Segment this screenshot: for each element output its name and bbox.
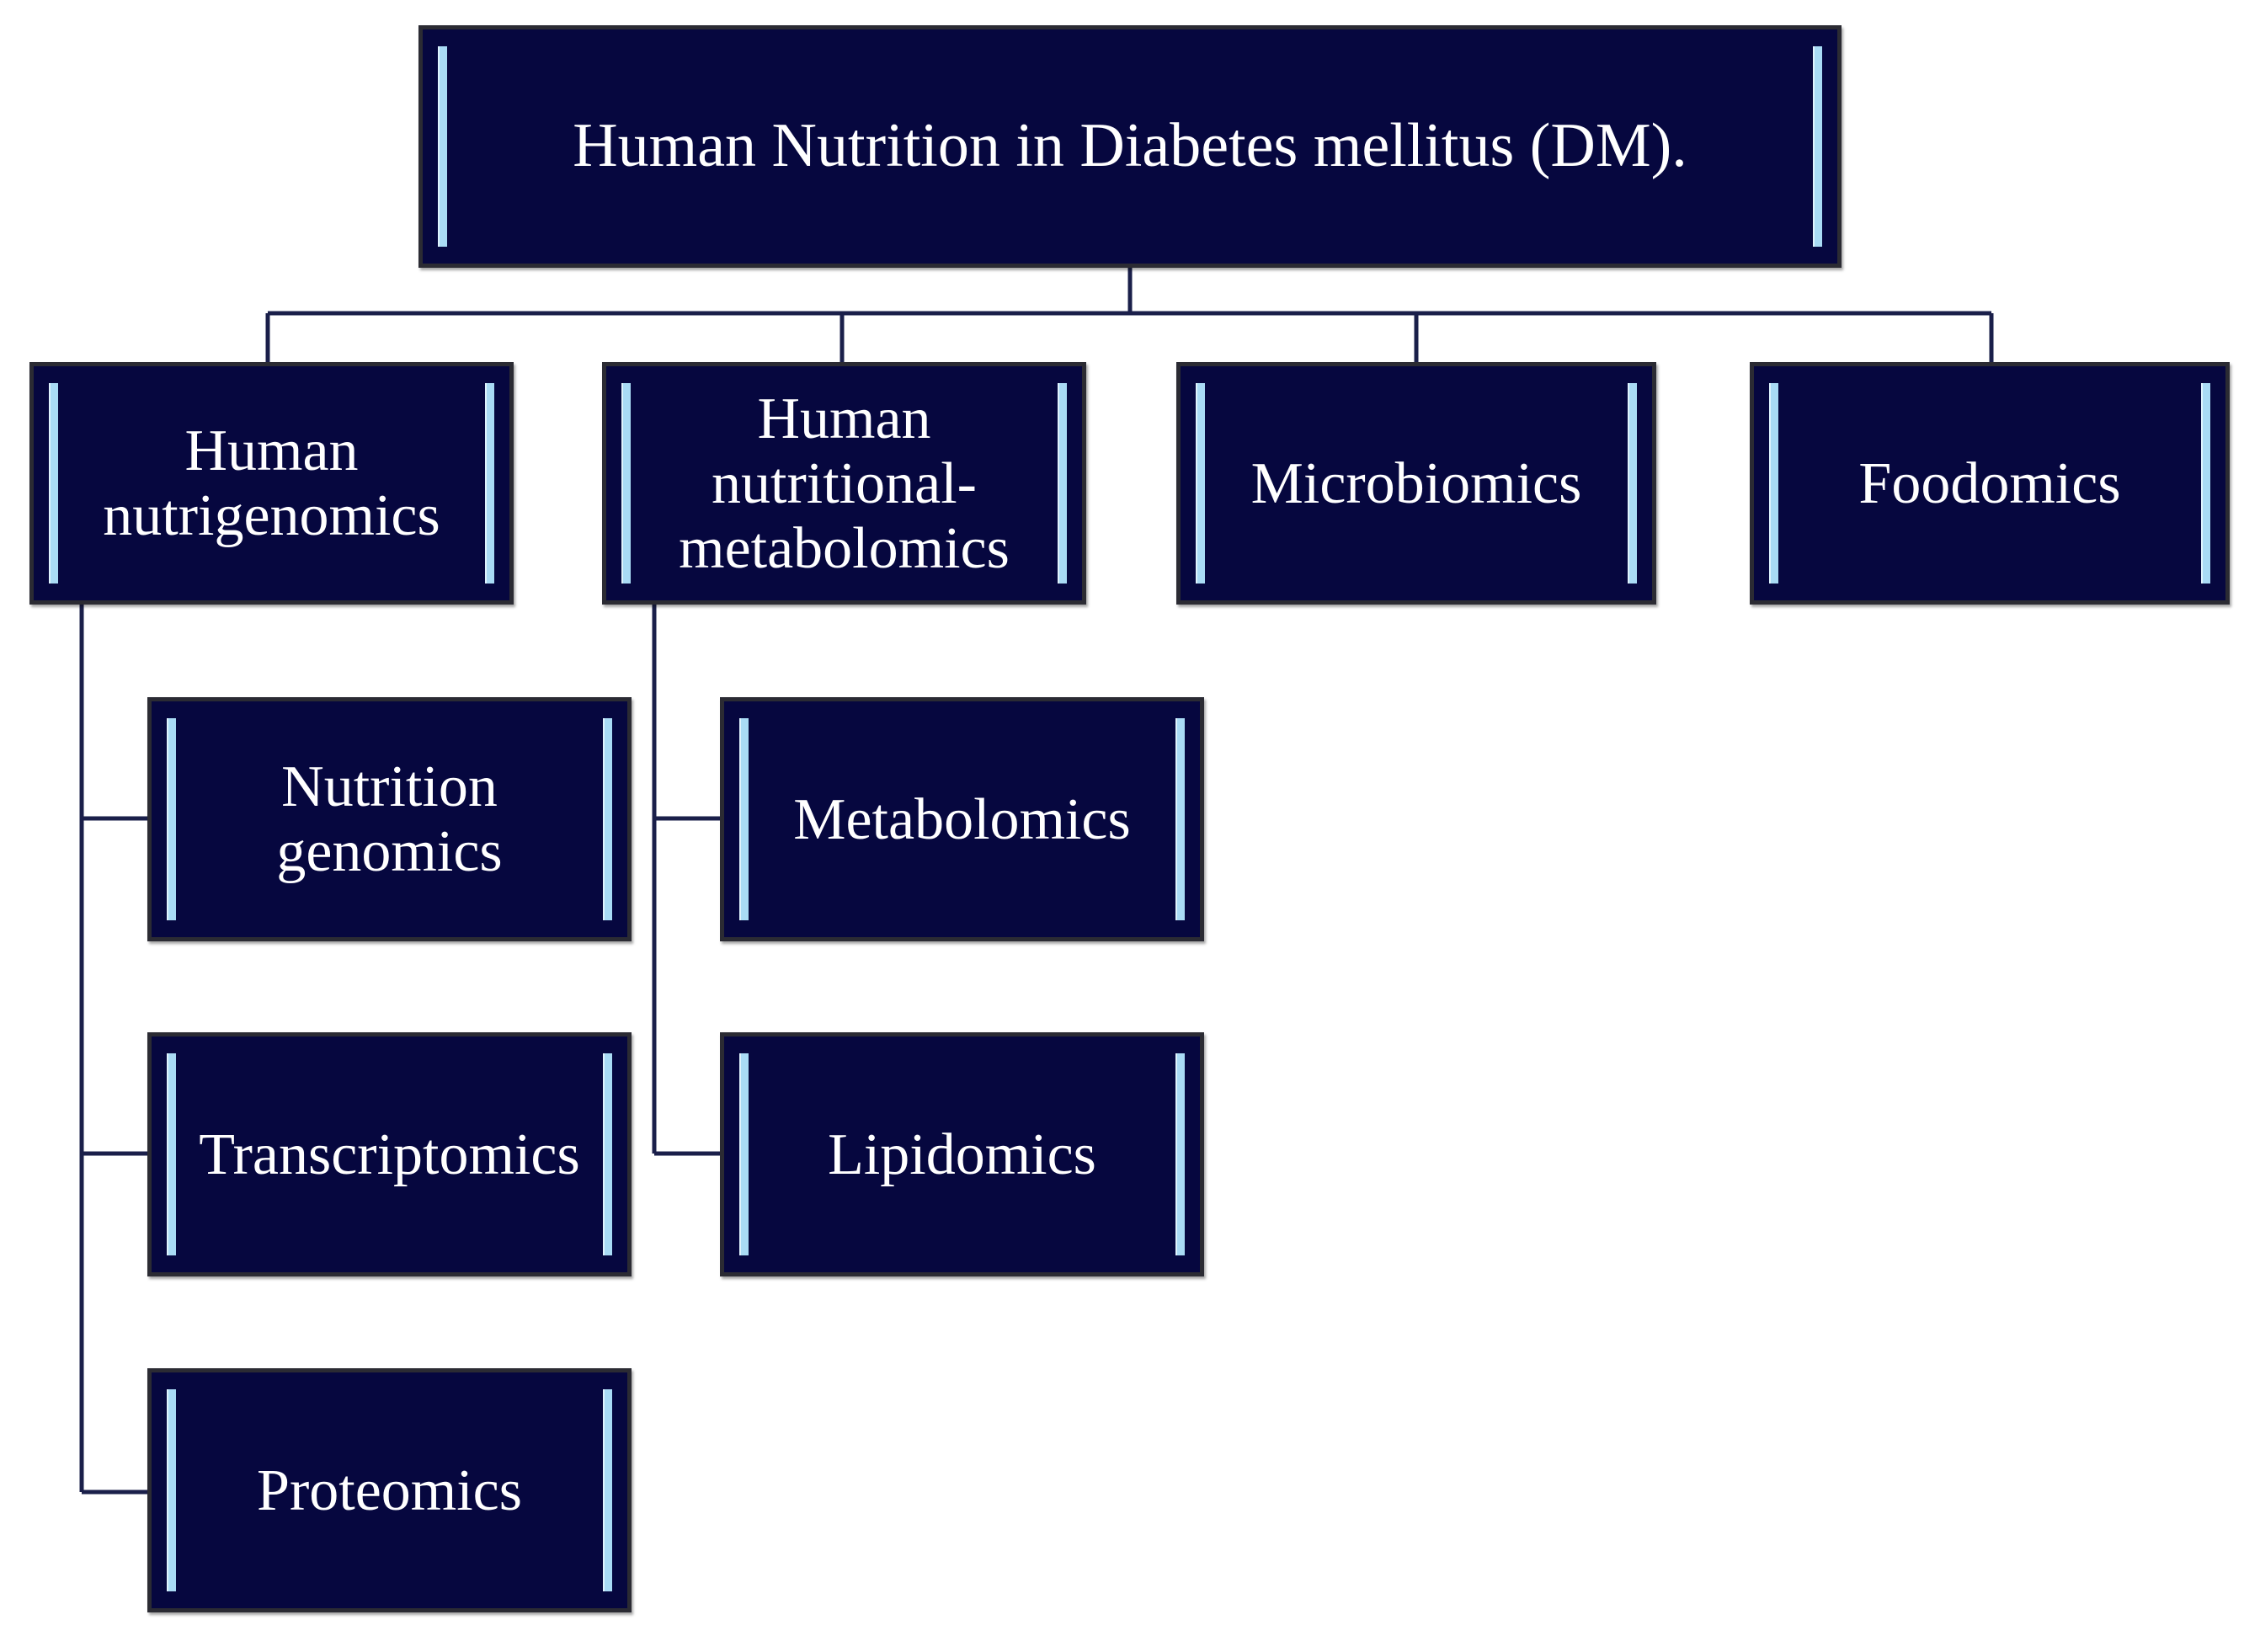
node-human-nutritional-metabolomics: Human nutritional- metabolomics [602,362,1086,605]
node-metabolomics: Metabolomics [720,697,1204,941]
node-label: Nutrition genomics [276,754,503,884]
node-nutrition-genomics: Nutrition genomics [147,697,632,941]
node-lipidomics: Lipidomics [720,1032,1204,1276]
node-foodomics: Foodomics [1750,362,2230,605]
node-label: Human nutritional- metabolomics [679,386,1010,581]
node-label: Human nutrigenomics [103,418,440,548]
node-label: Lipidomics [828,1122,1096,1187]
node-human-nutrigenomics: Human nutrigenomics [29,362,514,605]
node-label: Foodomics [1858,450,2121,516]
node-proteomics: Proteomics [147,1368,632,1612]
node-label: Proteomics [257,1457,522,1523]
root-label: Human Nutrition in Diabetes mellitus (DM… [573,111,1687,181]
node-label: Microbiomics [1250,450,1582,516]
node-label: Transcriptomics [199,1122,580,1187]
node-microbiomics: Microbiomics [1176,362,1656,605]
node-label: Metabolomics [793,786,1131,852]
root-node: Human Nutrition in Diabetes mellitus (DM… [418,25,1842,268]
node-transcriptomics: Transcriptomics [147,1032,632,1276]
